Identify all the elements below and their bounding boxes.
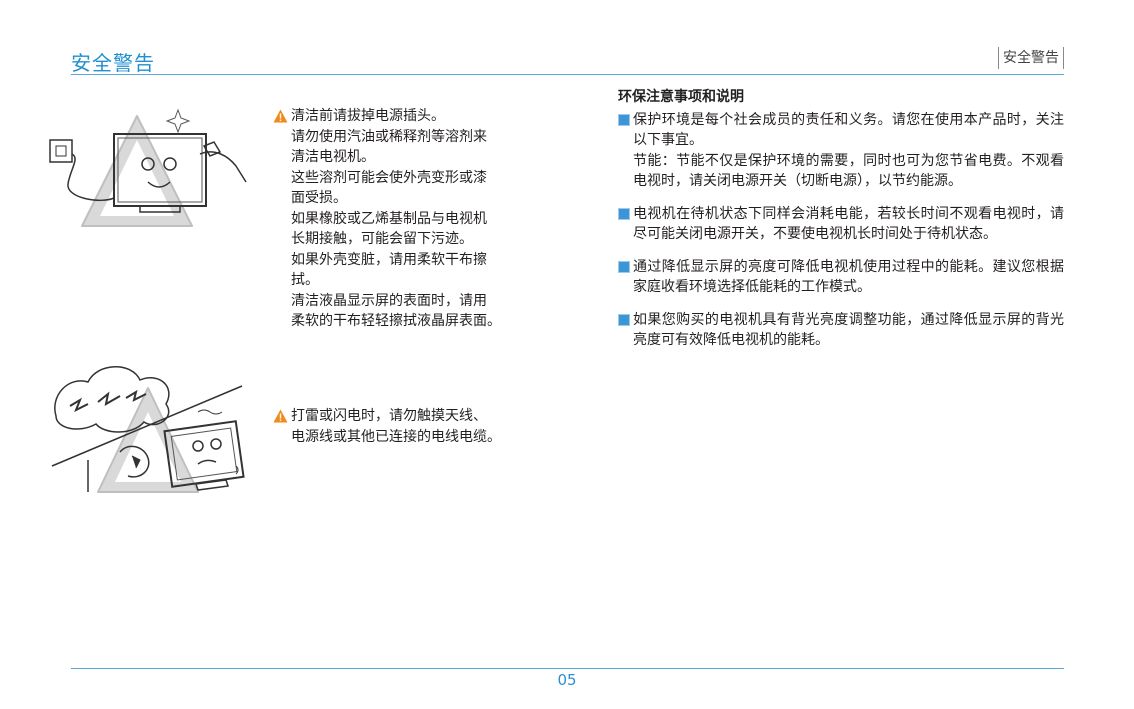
eco-paragraph: 如果您购买的电视机具有背光亮度调整功能，通过降低显示屏的背光亮度可有效降低电视机…: [633, 311, 1064, 349]
eco-item: 保护环境是每个社会成员的责任和义务。请您在使用本产品时，关注以下事宜。 节能：节…: [618, 110, 1064, 192]
warning-lightning: 打雷或闪电时，请勿触摸天线、 电源线或其他已连接的电线电缆。: [273, 406, 501, 447]
warning-line: 如果外壳变脏，请用柔软干布擦: [291, 251, 487, 268]
eco-item: 如果您购买的电视机具有背光亮度调整功能，通过降低显示屏的背光亮度可有效降低电视机…: [618, 310, 1064, 351]
footer-divider: [71, 668, 1064, 669]
warning-line: 如果橡胶或乙烯基制品与电视机: [291, 210, 487, 227]
warning-line: 拭。: [291, 272, 319, 288]
eco-section: 环保注意事项和说明 保护环境是每个社会成员的责任和义务。请您在使用本产品时，关注…: [618, 87, 1064, 363]
warning-line: 电源线或其他已连接的电线电缆。: [291, 428, 501, 445]
warning-heading: 打雷或闪电时，请勿触摸天线、: [291, 408, 487, 424]
warning-line: 这些溶剂可能会使外壳变形或漆: [291, 169, 487, 186]
square-bullet-icon: [618, 207, 630, 220]
eco-paragraph: 通过降低显示屏的亮度可降低电视机使用过程中的能耗。建议您根据家庭收看环境选择低能…: [633, 258, 1064, 296]
header-divider: [71, 74, 1064, 75]
warning-line: 清洁电视机。: [291, 149, 375, 165]
warning-cleaning: 清洁前请拔掉电源插头。 请勿使用汽油或稀释剂等溶剂来 清洁电视机。 这些溶剂可能…: [273, 106, 501, 332]
warning-line: 清洁液晶显示屏的表面时，请用: [291, 292, 487, 309]
eco-title: 环保注意事项和说明: [618, 89, 744, 105]
lightning-illustration: [51, 366, 245, 493]
warning-triangle-icon: [273, 109, 288, 123]
warning-line: 长期接触，可能会留下污迹。: [291, 231, 473, 247]
warning-heading: 清洁前请拔掉电源插头。: [291, 108, 445, 124]
eco-item: 电视机在待机状态下同样会消耗电能，若较长时间不观看电视时，请尽可能关闭电源开关，…: [618, 204, 1064, 245]
warning-line: 请勿使用汽油或稀释剂等溶剂来: [291, 128, 487, 145]
warning-line: 柔软的干布轻轻擦拭液晶屏表面。: [291, 313, 501, 329]
eco-paragraph: 保护环境是每个社会成员的责任和义务。请您在使用本产品时，关注以下事宜。: [633, 111, 1064, 149]
eco-item: 通过降低显示屏的亮度可降低电视机使用过程中的能耗。建议您根据家庭收看环境选择低能…: [618, 257, 1064, 298]
header-section-tag: 安全警告: [998, 47, 1064, 69]
eco-paragraph: 节能：节能不仅是保护环境的需要，同时也可为您节省电费。不观看电视时，请关闭电源开…: [633, 152, 1064, 190]
eco-paragraph: 电视机在待机状态下同样会消耗电能，若较长时间不观看电视时，请尽可能关闭电源开关，…: [633, 205, 1064, 243]
warning-triangle-icon: [273, 409, 288, 423]
warning-line: 面受损。: [291, 190, 347, 206]
page-number: 05: [557, 671, 577, 689]
square-bullet-icon: [618, 113, 630, 126]
page-title: 安全警告: [71, 51, 155, 75]
square-bullet-icon: [618, 260, 630, 273]
cleaning-illustration: [49, 108, 247, 227]
square-bullet-icon: [618, 313, 630, 326]
